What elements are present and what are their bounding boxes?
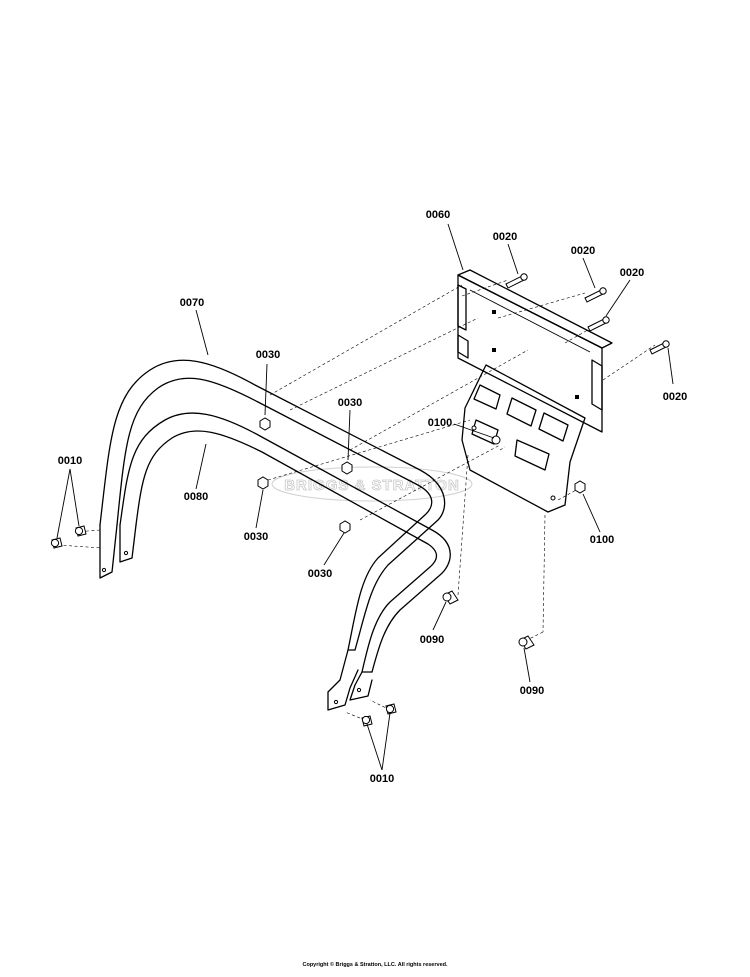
callout-0090-b: 0090 [520,685,544,697]
right-handle-legs [327,649,373,711]
callout-0020-a: 0020 [493,231,517,243]
hardware-bolts-0010 [50,525,397,727]
callout-0020-c: 0020 [620,267,644,279]
callout-0090-a: 0090 [420,634,444,646]
assembly-lines [57,279,656,721]
leader-lines [56,223,674,771]
callout-0080: 0080 [184,491,208,503]
outer-handle-loop [99,359,446,651]
hardware-bolts-0020 [505,273,670,355]
callout-0070: 0070 [180,297,204,309]
left-handle-legs [99,524,137,579]
callout-0100-a: 0100 [428,417,452,429]
callout-0020-b: 0020 [571,245,595,257]
callout-0020-d: 0020 [663,391,687,403]
watermark-logo: BRIGGS & STRATTON [271,466,473,502]
hardware-nut-0100 [574,480,586,494]
callout-0010-a: 0010 [58,455,82,467]
callout-0030-d: 0030 [308,568,332,580]
hardware-nuts-0030 [257,417,353,534]
lower-mounting-plate [461,364,586,513]
inner-handle-loop [119,412,451,673]
callout-0100-b: 0100 [590,534,614,546]
copyright-notice: Copyright © Briggs & Stratton, LLC. All … [302,962,448,968]
watermark-text: BRIGGS & STRATTON [284,477,460,494]
callout-labels: 0060 0020 0020 0020 0020 0070 0030 0030 … [58,209,687,785]
upper-mounting-bracket [457,269,613,433]
callout-0030-c: 0030 [244,531,268,543]
callout-0030-b: 0030 [338,397,362,409]
callout-0060: 0060 [426,209,450,221]
callout-0030-a: 0030 [256,349,280,361]
hardware-bolts-0090 [442,590,535,650]
callout-0010-b: 0010 [370,773,394,785]
